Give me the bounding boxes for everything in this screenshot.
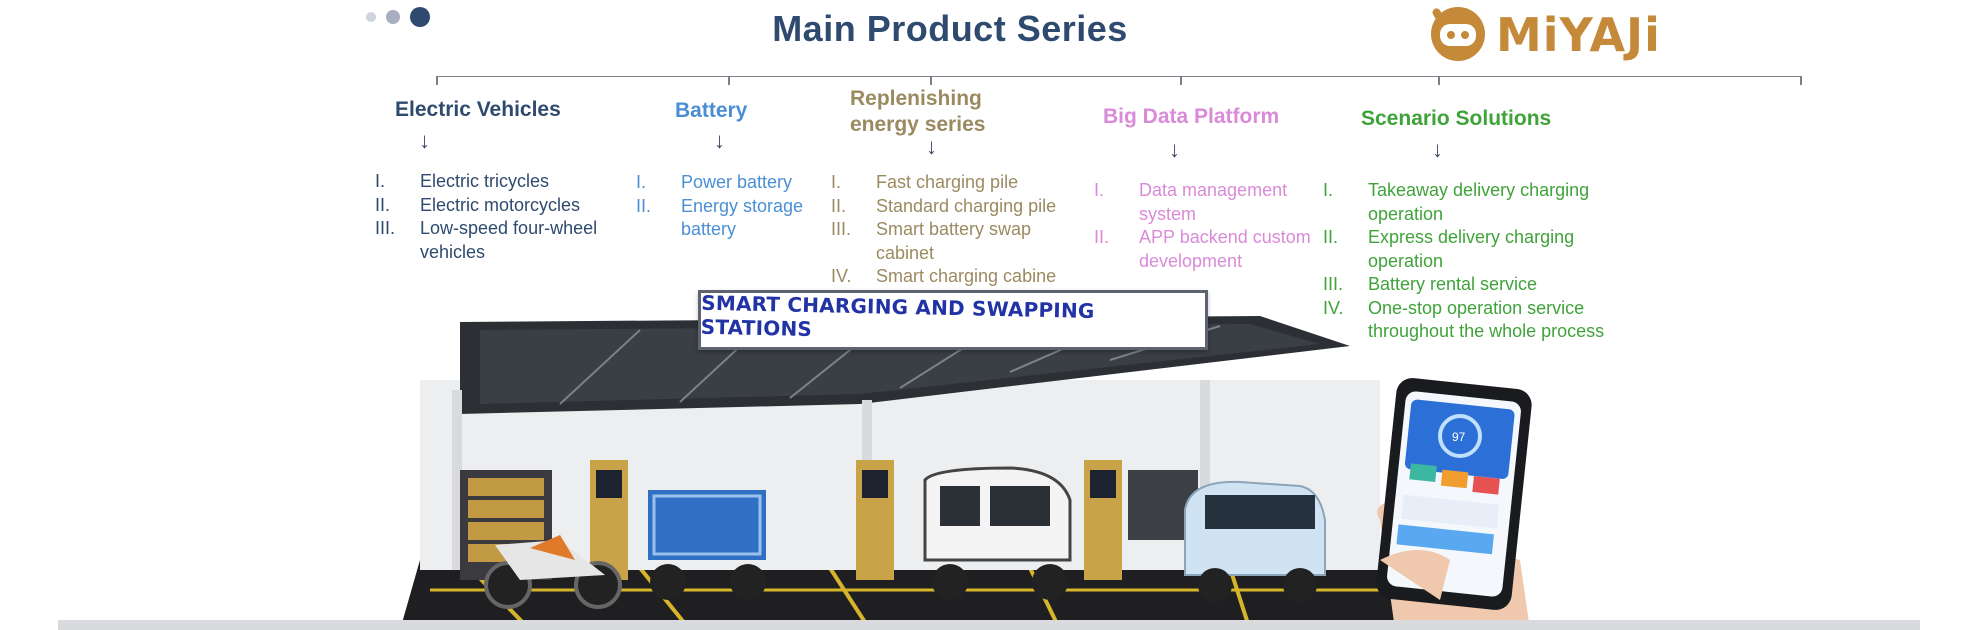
column-list-replenishing-energy: I.Fast charging pile II.Standard chargin… <box>831 171 1091 289</box>
category-bracket <box>436 76 1800 87</box>
column-heading-big-data: Big Data Platform <box>1103 105 1280 128</box>
list-item: III.Battery rental service <box>1323 274 1538 294</box>
slide-indicator[interactable] <box>366 7 430 27</box>
bracket-tick <box>728 76 730 85</box>
list-item: I.Electric tricycles <box>375 171 550 191</box>
electric-tricycle <box>648 490 766 600</box>
brand-logo: MiYAJi <box>1424 2 1674 66</box>
column-heading-battery: Battery <box>675 99 748 122</box>
column-heading-scenario: Scenario Solutions <box>1361 107 1552 130</box>
bracket-tick <box>930 76 932 85</box>
list-item: II.Electric motorcycles <box>375 194 581 215</box>
page-title: Main Product Series <box>772 8 1128 49</box>
list-item: III.Smart battery swap cabinet <box>831 219 1032 263</box>
charging-pile <box>590 460 628 580</box>
electric-motorcycle <box>484 535 622 609</box>
column-list-battery: I.Power battery II.Energy storage batter… <box>636 171 836 242</box>
battery-swap-cabinet <box>460 470 552 580</box>
slide-dot-1[interactable] <box>366 12 376 22</box>
column-list-electric-vehicles: I.Electric tricycles II.Electric motorcy… <box>375 170 635 264</box>
slide-dot-2[interactable] <box>386 10 400 24</box>
station-banner-text: SMART CHARGING AND SWAPPING STATIONS <box>700 290 1095 342</box>
column-heading-electric-vehicles: Electric Vehicles <box>395 98 561 121</box>
footer-bar <box>58 620 1920 630</box>
low-speed-vehicle <box>1128 470 1326 602</box>
column-list-scenario: I.Takeaway delivery charging operation I… <box>1323 179 1653 344</box>
bracket-tick <box>436 76 438 85</box>
list-item: II.Energy storage battery <box>636 195 804 240</box>
list-item: I.Takeaway delivery charging operation <box>1323 180 1590 224</box>
column-heading-replenishing-energy: Replenishing energy series <box>850 87 986 136</box>
down-arrow-icon: ↓ <box>1169 137 1180 162</box>
charging-pile <box>856 460 894 580</box>
list-item: I.Power battery <box>636 172 793 192</box>
logo-text: MiYAJi <box>1496 8 1661 62</box>
down-arrow-icon: ↓ <box>1432 137 1443 162</box>
list-item: IV.One-stop operation service throughout… <box>1323 297 1605 342</box>
list-item: I.Fast charging pile <box>831 172 1019 192</box>
phone-gauge-value: 97 <box>1452 430 1466 444</box>
smartphone-app: 97 <box>1376 378 1532 630</box>
list-item: II.APP backend custom development <box>1094 227 1311 271</box>
down-arrow-icon: ↓ <box>714 128 725 153</box>
station-banner: SMART CHARGING AND SWAPPING STATIONS <box>698 290 1208 350</box>
charging-pile <box>1084 460 1122 580</box>
bracket-tick <box>1180 76 1182 85</box>
column-list-big-data: I.Data management system II.APP backend … <box>1094 179 1344 273</box>
bracket-tick <box>1438 76 1440 85</box>
down-arrow-icon: ↓ <box>419 128 430 153</box>
down-arrow-icon: ↓ <box>926 134 937 159</box>
list-item: III.Low-speed four-wheel vehicles <box>375 218 598 262</box>
bracket-tick <box>1800 76 1802 85</box>
list-item: IV.Smart charging cabine <box>831 266 1057 286</box>
list-item: II.Standard charging pile <box>831 195 1057 216</box>
list-item: II.Express delivery charging operation <box>1323 227 1575 271</box>
list-item: I.Data management system <box>1094 180 1288 224</box>
slide-dot-3-active[interactable] <box>410 7 430 27</box>
passenger-tricycle <box>923 466 1072 600</box>
robot-mascot-icon <box>1431 7 1485 61</box>
